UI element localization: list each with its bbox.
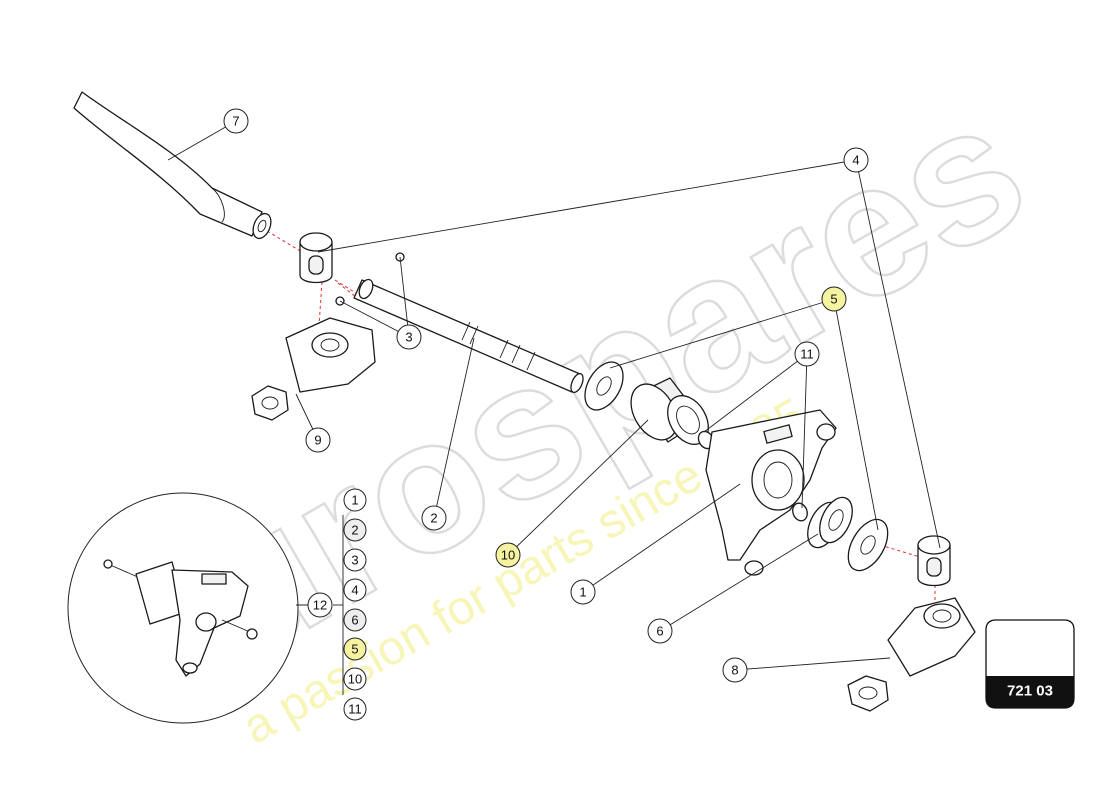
bushing-part [630, 377, 715, 450]
kit-item[interactable]: 3 [343, 548, 367, 572]
washer-lower [847, 518, 889, 572]
callout-1[interactable]: 1 [570, 579, 596, 605]
callout-6[interactable]: 6 [647, 618, 673, 644]
kit-item-label: 11 [348, 702, 362, 717]
callout-12-label: 12 [313, 598, 327, 613]
shaft-part [353, 278, 584, 394]
washer-upper [584, 361, 624, 411]
callout-7-label: 7 [232, 114, 239, 129]
kit-contents-list: 1 2 3 4 6 5 10 11 [343, 488, 367, 721]
callout-5-label: 5 [830, 292, 837, 307]
callout-10[interactable]: 10 [495, 542, 521, 568]
callout-11[interactable]: 11 [794, 341, 820, 367]
kit-item-label: 4 [351, 583, 358, 598]
kit-item[interactable]: 1 [343, 488, 367, 512]
clevis-rod-end-lower [847, 597, 976, 712]
callout-6-label: 6 [656, 624, 663, 639]
diagram-code: 721 03 [1007, 683, 1053, 700]
callout-8[interactable]: 8 [722, 657, 748, 683]
kit-item[interactable]: 5 [343, 637, 367, 661]
callout-10-label: 10 [501, 548, 515, 563]
kit-item-label: 10 [348, 672, 362, 687]
kit-item-label: 1 [351, 493, 358, 508]
assembly-detail-view [67, 492, 299, 724]
callout-11-label: 11 [800, 347, 814, 362]
callout-4[interactable]: 4 [843, 147, 869, 173]
callout-1-label: 1 [579, 585, 586, 600]
clevis-rod-end-upper [251, 317, 376, 421]
barrel-connector-upper [299, 232, 333, 284]
callout-5[interactable]: 5 [821, 286, 847, 312]
lever-housing-part [705, 409, 837, 576]
small-nut-parts [335, 252, 405, 306]
callout-3[interactable]: 3 [396, 324, 422, 350]
kit-item[interactable]: 4 [343, 578, 367, 602]
hose-part [73, 91, 272, 240]
callout-7[interactable]: 7 [223, 108, 249, 134]
callout-3-label: 3 [405, 330, 412, 345]
kit-item[interactable]: 2 [343, 518, 367, 542]
kit-item-label: 3 [351, 553, 358, 568]
callout-9-label: 9 [314, 433, 321, 448]
kit-item-label: 2 [351, 523, 358, 538]
kit-item[interactable]: 6 [343, 608, 367, 632]
diagram-code-badge: 721 03 [985, 619, 1075, 709]
kit-item-label: 5 [351, 642, 358, 657]
kit-item[interactable]: 11 [343, 697, 367, 721]
callout-4-label: 4 [852, 153, 859, 168]
callout-12[interactable]: 12 [307, 592, 333, 618]
leader-lines [167, 120, 941, 695]
barrel-connector-lower [917, 535, 951, 587]
callout-2[interactable]: 2 [421, 505, 447, 531]
callout-2-label: 2 [430, 511, 437, 526]
kit-item[interactable]: 10 [343, 667, 367, 691]
bearing-part [807, 496, 853, 549]
callout-9[interactable]: 9 [305, 427, 331, 453]
kit-item-label: 6 [351, 613, 358, 628]
callout-8-label: 8 [731, 663, 738, 678]
